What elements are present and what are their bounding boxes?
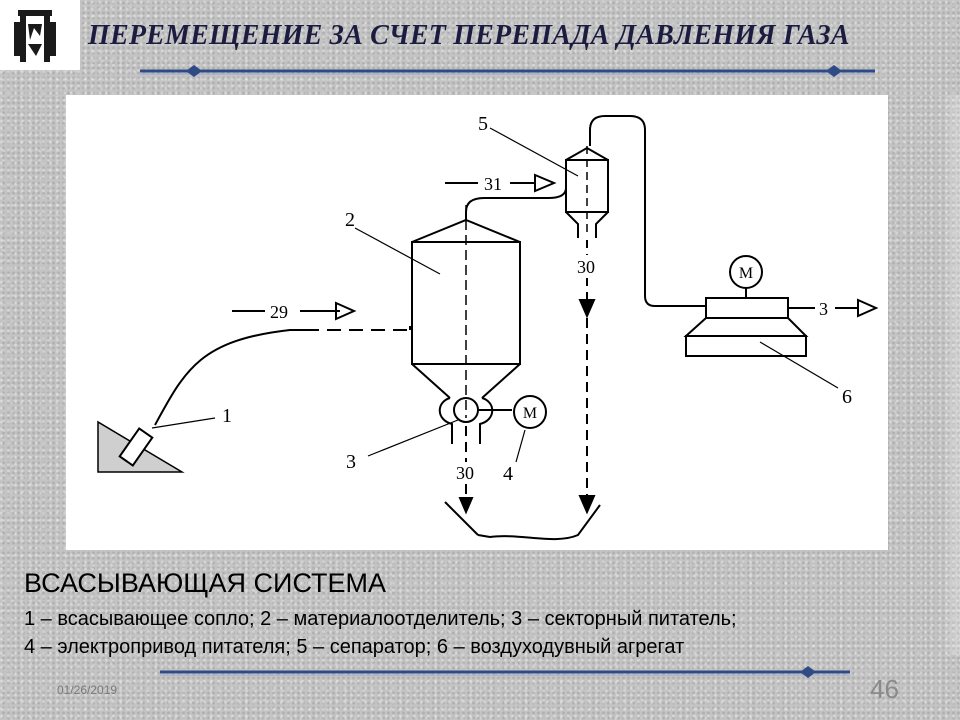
logo	[0, 0, 80, 70]
rule-diamond-left	[186, 65, 202, 77]
feeder-housing-left	[438, 397, 453, 444]
label-feeder-drive: 4	[503, 463, 513, 485]
label-nozzle: 1	[222, 405, 232, 427]
leader-4	[515, 429, 526, 463]
label-motor-blower: M	[739, 265, 753, 282]
caption-heading: ВСАСЫВАЮЩАЯ СИСТЕМА	[24, 568, 387, 598]
label-blower: 6	[842, 386, 852, 408]
blower-base	[685, 335, 807, 357]
flow-31-arrowhead	[534, 173, 557, 193]
right-decor-strip	[940, 95, 960, 655]
label-separator-tank: 2	[345, 209, 355, 231]
leader-6	[759, 341, 839, 389]
pipe-to-separator	[465, 187, 567, 220]
slide-page-number: 46	[870, 674, 899, 704]
title-rule	[140, 65, 875, 77]
blower-upper	[705, 297, 789, 319]
caption-legend-line-1: 1 – всасывающее сопло; 2 – материалоотде…	[24, 608, 737, 630]
label-flow-31: 31	[484, 174, 502, 194]
label-outlet-3: 3	[819, 299, 828, 319]
separator-cone	[565, 211, 609, 238]
label-flow-30-top: 30	[577, 257, 595, 277]
leader-5	[489, 127, 579, 177]
rule-diamond-right	[826, 65, 842, 77]
caption-legend-line-2: 4 – электропривод питателя; 5 – сепарато…	[24, 636, 685, 658]
leader-1	[151, 417, 216, 429]
bottom-rule	[160, 666, 850, 678]
outlet-30-arrowhead	[458, 497, 474, 515]
slide-title: ПЕРЕМЕЩЕНИЕ ЗА СЧЕТ ПЕРЕПАДА ДАВЛЕНИЯ ГА…	[88, 20, 850, 51]
leader-3	[367, 419, 459, 457]
tank-hopper	[411, 363, 521, 399]
feeder-motor	[513, 395, 547, 429]
logo-emblem	[14, 10, 56, 62]
suction-nozzle	[118, 427, 154, 467]
label-motor-feeder: M	[523, 405, 537, 422]
collection-hopper	[444, 501, 601, 541]
slide-date: 01/26/2019	[57, 683, 118, 697]
feeder-housing-right	[479, 397, 494, 444]
suction-hose	[154, 329, 305, 426]
leader-2	[354, 227, 441, 275]
pipe-to-blower	[589, 115, 706, 307]
blower-middle	[683, 317, 809, 337]
label-flow-29: 29	[270, 302, 288, 322]
suction-system-diagram: 1 2 3 4 5 6 29 31 30 30 3 M M	[97, 113, 879, 541]
label-separator: 5	[478, 113, 488, 135]
bottom-rule-diamond	[800, 666, 816, 678]
flow-29-arrowhead	[335, 301, 357, 321]
label-flow-30-bottom: 30	[456, 463, 474, 483]
blower-outlet-arrowhead	[857, 298, 879, 318]
diagram-panel: 1 2 3 4 5 6 29 31 30 30 3 M M	[66, 95, 888, 550]
label-feeder: 3	[346, 451, 356, 473]
separator-outlet-arrowhead	[578, 299, 596, 319]
